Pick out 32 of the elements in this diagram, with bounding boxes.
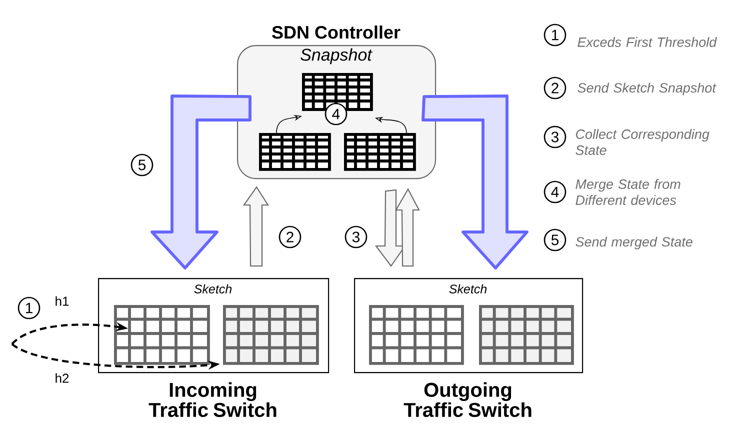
switch-box: Sketch	[354, 278, 584, 374]
callout-number: 2	[278, 226, 302, 248]
step-number: 4	[544, 180, 566, 204]
heading: Outgoing Traffic Switch	[404, 382, 532, 418]
edge-label: h2	[53, 372, 71, 384]
step-description: Exceds First Threshold	[578, 37, 717, 47]
step-description: Send Sketch Snapshot	[578, 82, 716, 96]
grid-drawing	[478, 304, 574, 365]
step-description: Send merged State	[576, 236, 692, 250]
step-number: 2	[544, 76, 566, 100]
grid-drawing	[112, 304, 210, 365]
step-description: Collect Corresponding State	[576, 129, 710, 155]
switch-box: Sketch	[98, 278, 330, 374]
grid-drawing	[368, 304, 464, 365]
block-arrow	[395, 188, 420, 267]
edge-label: h1	[53, 294, 71, 308]
callout-number: 3	[344, 226, 368, 248]
grid-drawing	[342, 132, 416, 171]
step-description: Merge State from Different devices	[576, 179, 680, 205]
callout-number: 4	[324, 102, 348, 126]
block-arrow	[422, 94, 528, 270]
grid-drawing	[258, 132, 331, 171]
step-number: 1	[544, 24, 566, 46]
callout-number: 1	[18, 296, 40, 320]
step-number: 3	[544, 126, 566, 148]
heading: SDN Controller	[272, 26, 400, 39]
step-number: 5	[544, 228, 566, 252]
callout-number: 5	[130, 154, 154, 176]
block-arrow	[242, 186, 269, 267]
block-arrow	[150, 94, 252, 270]
heading: Incoming Traffic Switch	[148, 382, 276, 418]
grid-drawing	[222, 304, 319, 365]
